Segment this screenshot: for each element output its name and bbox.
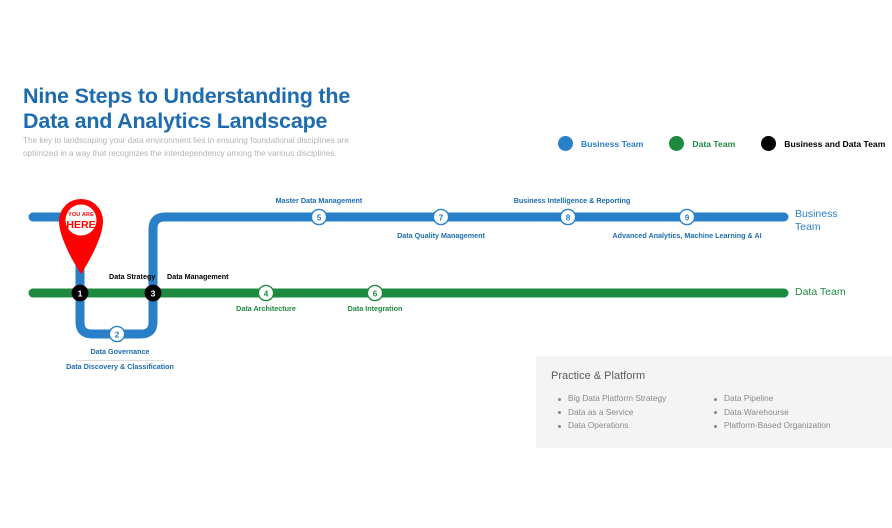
lane-label-data-team: Data Team — [795, 286, 846, 298]
practice-platform-column-1: Big Data Platform Strategy Data as a Ser… — [558, 392, 666, 433]
roadmap-svg: 5 7 8 9 2 — [28, 208, 789, 343]
svg-text:1: 1 — [78, 289, 83, 299]
list-item: Data Operations — [558, 419, 666, 433]
step-node-1[interactable]: 1 — [71, 284, 89, 302]
page-title-line2: Data and Analytics Landscape — [23, 109, 328, 133]
list-item: Data Pipeline — [714, 392, 831, 406]
lane-label-business-team: Business Team — [795, 208, 838, 233]
step-label-6: Data Integration — [347, 304, 403, 313]
svg-text:2: 2 — [115, 330, 120, 339]
step-label-divider — [76, 360, 164, 361]
page-title: Nine Steps to Understanding the Data and… — [23, 84, 443, 134]
svg-text:4: 4 — [264, 289, 269, 298]
pin-text-line1: YOU ARE — [68, 212, 94, 218]
svg-text:6: 6 — [373, 289, 378, 298]
step-label-2: Data Governance — [90, 347, 150, 356]
roadmap-diagram: 5 7 8 9 2 — [0, 180, 892, 390]
step-node-7[interactable]: 7 — [432, 208, 450, 226]
step-node-5[interactable]: 5 — [310, 208, 328, 226]
list-item: Big Data Platform Strategy — [558, 392, 666, 406]
you-are-here-pin[interactable]: YOU ARE HERE — [53, 191, 109, 275]
step-node-8[interactable]: 8 — [559, 208, 577, 226]
legend-item-data-team: Data Team — [669, 136, 735, 151]
legend-item-business-team: Business Team — [558, 136, 643, 151]
step-label-2b: Data Discovery & Classification — [66, 362, 174, 371]
step-label-8: Business Intelligence & Reporting — [513, 196, 631, 205]
page-subtitle-line2: optimized in a way that recognizes the i… — [23, 149, 337, 158]
step-label-9: Advanced Analytics, Machine Learning & A… — [612, 231, 762, 240]
legend-label: Data Team — [692, 138, 736, 149]
legend-dot-icon — [669, 136, 685, 151]
svg-text:8: 8 — [566, 213, 571, 222]
list-item: Data as a Service — [558, 406, 666, 420]
step-label-7: Data Quality Management — [397, 231, 485, 240]
svg-text:9: 9 — [685, 213, 690, 222]
page-title-line1: Nine Steps to Understanding the — [23, 84, 351, 108]
svg-text:3: 3 — [151, 289, 156, 299]
legend-label: Business Team — [581, 138, 644, 149]
step-label-1: Data Strategy — [109, 272, 156, 281]
legend-item-business-and-data-team: Business and Data Team — [761, 136, 885, 151]
step-node-4[interactable]: 4 — [257, 284, 275, 302]
pin-text-line2: HERE — [66, 219, 96, 231]
practice-platform-panel: Practice & Platform Big Data Platform St… — [536, 356, 892, 448]
step-node-9[interactable]: 9 — [678, 208, 696, 226]
track-blue-main — [75, 212, 789, 339]
step-label-3: Data Management — [167, 272, 229, 281]
legend: Business Team Data Team Business and Dat… — [558, 136, 892, 151]
practice-platform-column-2: Data Pipeline Data Warehourse Platform-B… — [714, 392, 831, 433]
page-subtitle: The key to landscaping your data environ… — [23, 134, 363, 160]
step-node-3[interactable]: 3 — [144, 284, 162, 302]
list-item: Platform-Based Organization — [714, 419, 831, 433]
map-pin-icon — [59, 199, 103, 274]
step-label-5: Master Data Management — [275, 196, 363, 205]
practice-platform-title: Practice & Platform — [551, 370, 646, 382]
step-label-4: Data Architecture — [236, 304, 296, 313]
list-item: Data Warehourse — [714, 406, 831, 420]
page-subtitle-line1: The key to landscaping your data environ… — [23, 136, 349, 145]
step-node-2[interactable]: 2 — [108, 325, 126, 343]
legend-label: Business and Data Team — [784, 138, 886, 149]
svg-text:7: 7 — [439, 213, 444, 222]
legend-dot-icon — [761, 136, 777, 151]
legend-dot-icon — [558, 136, 573, 151]
svg-text:5: 5 — [317, 213, 322, 222]
step-node-6[interactable]: 6 — [366, 284, 384, 302]
